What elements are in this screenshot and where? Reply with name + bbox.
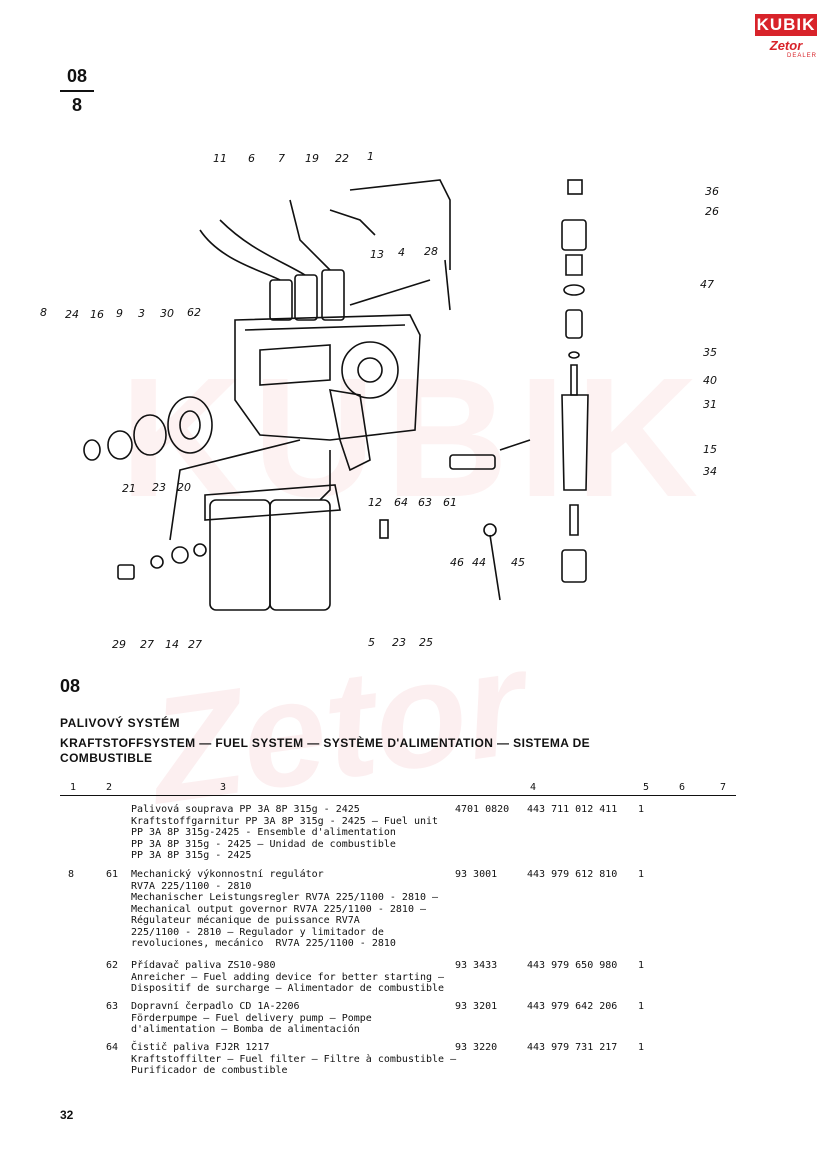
cell-part-number: 443 979 650 980 (527, 960, 618, 971)
cell-reference: 4701 0820 (455, 804, 510, 815)
column-header: 3 (220, 782, 227, 793)
callout-label: 23 (392, 636, 406, 649)
callout-label: 63 (418, 496, 432, 509)
callout-label: 1 (367, 150, 374, 163)
callout-label: 19 (305, 152, 319, 165)
column-header: 7 (720, 782, 727, 793)
cell-item: 61 (106, 869, 119, 880)
page-code-bottom: 8 (71, 95, 82, 115)
callout-label: 36 (705, 185, 719, 198)
cell-reference: 93 3220 (455, 1042, 498, 1053)
callout-label: 27 (188, 638, 202, 651)
page-code-top: 08 (60, 66, 94, 92)
cell-item: 63 (106, 1001, 119, 1012)
callout-label: 47 (700, 278, 714, 291)
callout-label: 27 (140, 638, 154, 651)
callout-label: 22 (335, 152, 349, 165)
cell-reference: 93 3201 (455, 1001, 498, 1012)
cell-reference: 93 3001 (455, 869, 498, 880)
cell-position: 8 (68, 869, 75, 880)
column-header: 1 (70, 782, 77, 793)
cell-item: 62 (106, 960, 119, 971)
callout-label: 28 (424, 245, 438, 258)
cell-description: Čistič paliva FJ2R 1217 Kraftstoffilter … (131, 1042, 457, 1076)
section-number: 08 (60, 676, 81, 696)
cell-quantity: 1 (638, 1042, 645, 1053)
callout-label: 8 (40, 306, 47, 319)
callout-label: 23 (152, 481, 166, 494)
cell-description: Přídavač paliva ZS10-980 Anreicher — Fue… (131, 960, 445, 994)
callout-label: 44 (472, 556, 486, 569)
header-divider (60, 795, 736, 796)
column-header: 5 (643, 782, 650, 793)
callout-label: 21 (122, 482, 136, 495)
callout-label: 20 (177, 481, 191, 494)
callout-label: 61 (443, 496, 457, 509)
callout-label: 24 (65, 308, 79, 321)
cell-part-number: 443 711 012 411 (527, 804, 618, 815)
logo-brand-text: KUBIK (755, 14, 817, 36)
callout-label: 16 (90, 308, 104, 321)
callout-label: 15 (703, 443, 717, 456)
cell-quantity: 1 (638, 1001, 645, 1012)
callout-label: 62 (187, 306, 201, 319)
callout-label: 31 (703, 398, 717, 411)
callout-label: 35 (703, 346, 717, 359)
cell-part-number: 443 979 612 810 (527, 869, 618, 880)
cell-description: Palivová souprava PP 3A 8P 315g - 2425 K… (131, 804, 439, 861)
cell-part-number: 443 979 642 206 (527, 1001, 618, 1012)
column-header: 2 (106, 782, 113, 793)
callout-label: 4 (398, 246, 405, 259)
callout-label: 5 (368, 636, 375, 649)
cell-item: 64 (106, 1042, 119, 1053)
cell-quantity: 1 (638, 869, 645, 880)
callout-label: 7 (278, 152, 285, 165)
callout-label: 46 (450, 556, 464, 569)
callout-label: 64 (394, 496, 408, 509)
cell-description: Dopravní čerpadlo CD 1A-2206 Förderpumpe… (131, 1001, 372, 1035)
cell-quantity: 1 (638, 960, 645, 971)
column-header: 4 (530, 782, 537, 793)
logo-dealer-text: DEALER (786, 53, 817, 59)
callout-label: 11 (213, 152, 227, 165)
callout-label: 9 (116, 307, 123, 320)
section-title-cz: PALIVOVÝ SYSTÉM (60, 716, 180, 730)
cell-description: Mechanický výkonnostní regulátor RV7A 22… (131, 869, 439, 949)
callout-label: 25 (419, 636, 433, 649)
callout-label: 34 (703, 465, 717, 478)
callout-label: 29 (112, 638, 126, 651)
watermark-kubik: KUBIK (120, 343, 709, 533)
brand-logo: KUBIK Zetor DEALER (755, 14, 817, 59)
cell-quantity: 1 (638, 804, 645, 815)
cell-part-number: 443 979 731 217 (527, 1042, 618, 1053)
section-title-multilingual: KRAFTSTOFFSYSTEM — FUEL SYSTEM — SYSTÈME… (60, 736, 591, 765)
callout-label: 14 (165, 638, 179, 651)
callout-label: 3 (138, 307, 145, 320)
callout-label: 6 (248, 152, 255, 165)
exploded-fuel-system-diagram: 11 6 7 19 22 1 36 26 13 4 28 47 8 24 16 … (40, 150, 719, 651)
cell-reference: 93 3433 (455, 960, 498, 971)
page-number: 32 (60, 1108, 74, 1122)
callout-label: 45 (511, 556, 525, 569)
logo-sub-text: Zetor (769, 38, 803, 53)
callout-label: 40 (703, 374, 717, 387)
column-header: 6 (679, 782, 686, 793)
page-code: 08 8 (60, 66, 94, 116)
callout-label: 30 (160, 307, 174, 320)
callout-label: 26 (705, 205, 719, 218)
callout-label: 12 (368, 496, 382, 509)
callout-label: 13 (370, 248, 384, 261)
